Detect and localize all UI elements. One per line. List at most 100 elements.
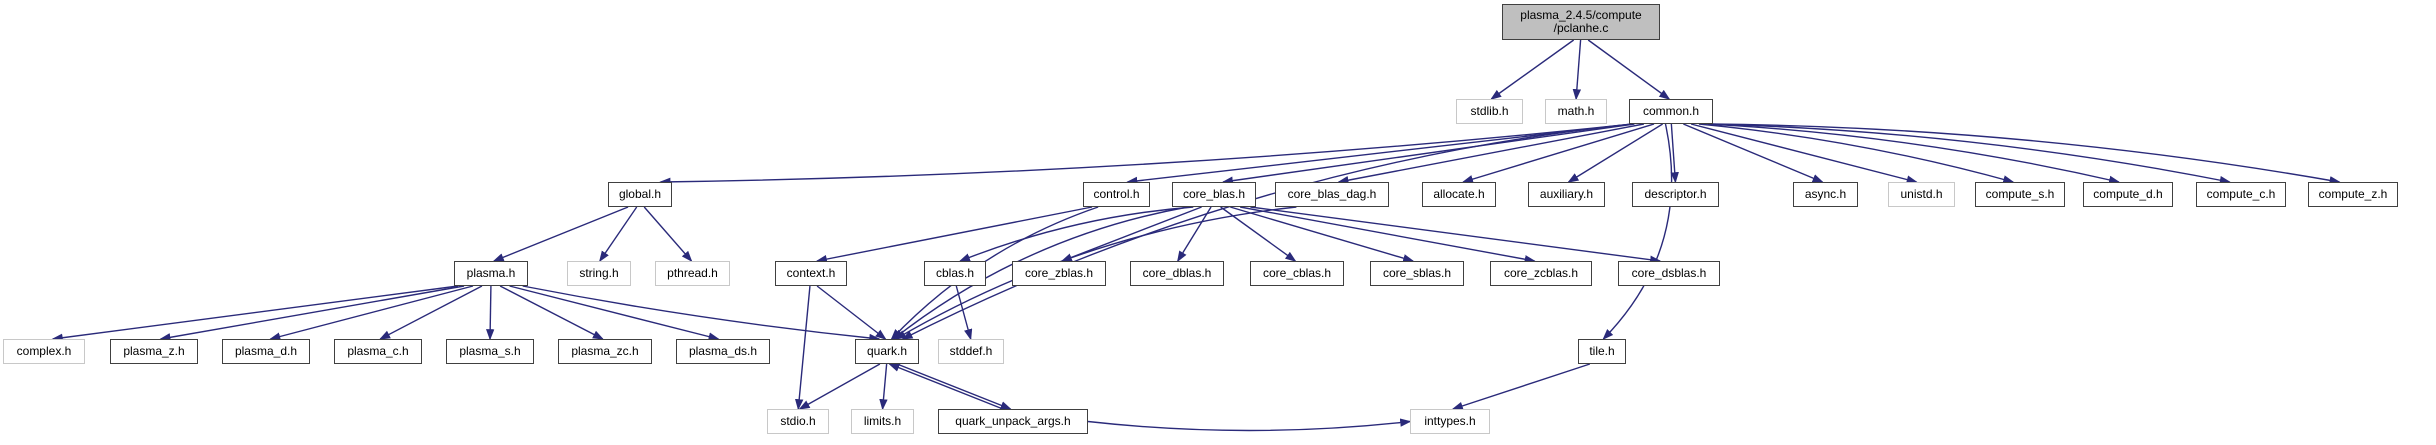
edge-core_blas-to-core_dblas: [1177, 206, 1212, 263]
node-stdio[interactable]: stdio.h: [767, 409, 829, 434]
edge-core_blas-to-core_cblas: [1220, 206, 1297, 262]
node-core_sblas[interactable]: core_sblas.h: [1370, 261, 1464, 286]
node-label: context.h: [786, 265, 836, 280]
node-plasma_s[interactable]: plasma_s.h: [446, 339, 534, 364]
node-core_dsblas[interactable]: core_dsblas.h: [1618, 261, 1720, 286]
node-label: plasma.h: [466, 265, 516, 280]
node-quark[interactable]: quark.h: [855, 339, 919, 364]
node-plasma_zc[interactable]: plasma_zc.h: [558, 339, 652, 364]
edge-plasma-to-plasma_zc: [499, 285, 604, 340]
node-async[interactable]: async.h: [1793, 182, 1858, 207]
node-label: quark.h: [866, 343, 908, 358]
edge-plasma-to-quark: [522, 285, 881, 343]
node-string[interactable]: string.h: [567, 261, 631, 286]
edge-common-to-global: [659, 123, 1634, 187]
node-core_blas[interactable]: core_blas.h: [1172, 182, 1256, 207]
edge-control-to-context: [815, 206, 1093, 264]
node-allocate[interactable]: allocate.h: [1422, 182, 1496, 207]
node-label: plasma_ds.h: [688, 343, 758, 358]
node-context[interactable]: context.h: [775, 261, 847, 286]
node-label: plasma_zc.h: [571, 343, 639, 358]
node-label: plasma_2.4.5/compute /pclanhe.c: [1520, 7, 1642, 35]
node-label: compute_s.h: [1985, 186, 2055, 201]
node-label: global.h: [618, 186, 662, 201]
node-label: math.h: [1557, 103, 1595, 118]
edge-control-to-quark: [890, 206, 1099, 341]
node-label: core_blas.h: [1182, 186, 1246, 201]
node-label: compute_c.h: [2206, 186, 2276, 201]
edge-plasma-to-plasma_c: [379, 285, 483, 340]
node-core_zblas[interactable]: core_zblas.h: [1012, 261, 1106, 286]
node-label: pthread.h: [667, 265, 718, 280]
node-tile[interactable]: tile.h: [1578, 339, 1626, 364]
node-compute_c[interactable]: compute_c.h: [2196, 182, 2286, 207]
node-compute_s[interactable]: compute_s.h: [1975, 182, 2065, 207]
node-compute_z[interactable]: compute_z.h: [2308, 182, 2398, 207]
node-stddef[interactable]: stddef.h: [938, 339, 1004, 364]
node-global[interactable]: global.h: [608, 182, 672, 207]
node-plasma_d[interactable]: plasma_d.h: [222, 339, 310, 364]
edge-plasma-to-plasma_z: [159, 285, 465, 342]
node-complex[interactable]: complex.h: [3, 339, 85, 364]
node-label: complex.h: [16, 343, 72, 358]
node-label: core_cblas.h: [1262, 265, 1332, 280]
edge-common-to-auxiliary: [1567, 123, 1664, 183]
node-common[interactable]: common.h: [1629, 99, 1713, 124]
node-math[interactable]: math.h: [1545, 99, 1607, 124]
edge-core_blas-to-core_dsblas: [1250, 206, 1662, 264]
node-root[interactable]: plasma_2.4.5/compute /pclanhe.c: [1502, 4, 1660, 40]
node-plasma_z[interactable]: plasma_z.h: [110, 339, 198, 364]
edge-common-to-unistd: [1690, 123, 1918, 184]
edge-plasma-to-plasma_d: [269, 285, 474, 341]
edge-plasma-to-complex: [51, 285, 459, 342]
edge-root-to-common: [1587, 39, 1671, 100]
edge-common-to-tile: [1602, 123, 1673, 341]
node-label: plasma_s.h: [459, 343, 521, 358]
node-plasma_c[interactable]: plasma_c.h: [334, 339, 422, 364]
node-inttypes[interactable]: inttypes.h: [1410, 409, 1490, 434]
node-label: core_blas_dag.h: [1287, 186, 1377, 201]
node-label: cblas.h: [935, 265, 975, 280]
edge-common-to-compute_d: [1707, 123, 2121, 184]
edge-common-to-core_blas: [1221, 123, 1635, 185]
node-label: inttypes.h: [1424, 413, 1476, 428]
node-auxiliary[interactable]: auxiliary.h: [1528, 182, 1605, 207]
node-label: stdlib.h: [1470, 103, 1509, 118]
node-label: core_sblas.h: [1382, 265, 1452, 280]
edge-core_blas-to-core_zcblas: [1240, 206, 1536, 264]
node-label: stddef.h: [949, 343, 993, 358]
node-quark_unpack_args[interactable]: quark_unpack_args.h: [938, 409, 1088, 434]
edge-common-to-core_blas_dag: [1337, 123, 1645, 185]
node-compute_d[interactable]: compute_d.h: [2083, 182, 2173, 207]
node-limits[interactable]: limits.h: [851, 409, 914, 434]
node-plasma_ds[interactable]: plasma_ds.h: [676, 339, 770, 364]
edge-cblas-to-stddef: [955, 285, 973, 341]
node-descriptor[interactable]: descriptor.h: [1632, 182, 1719, 207]
node-label: core_zblas.h: [1024, 265, 1094, 280]
node-control[interactable]: control.h: [1083, 182, 1150, 207]
edge-quark-to-quark_unpack_args: [896, 363, 1012, 410]
edge-tile-to-inttypes: [1451, 363, 1591, 410]
edge-core_blas-to-quark: [892, 206, 1188, 340]
node-core_blas_dag[interactable]: core_blas_dag.h: [1275, 182, 1389, 207]
node-core_cblas[interactable]: core_cblas.h: [1250, 261, 1344, 286]
node-label: core_dblas.h: [1142, 265, 1212, 280]
node-label: core_zcblas.h: [1503, 265, 1579, 280]
node-pthread[interactable]: pthread.h: [655, 261, 730, 286]
node-plasma[interactable]: plasma.h: [454, 261, 528, 286]
edge-common-to-async: [1683, 123, 1824, 183]
node-stdlib[interactable]: stdlib.h: [1456, 99, 1523, 124]
node-label: async.h: [1804, 186, 1847, 201]
node-core_dblas[interactable]: core_dblas.h: [1130, 261, 1224, 286]
node-label: allocate.h: [1433, 186, 1485, 201]
node-cblas[interactable]: cblas.h: [924, 261, 986, 286]
edge-plasma-to-plasma_ds: [509, 285, 720, 341]
node-core_zcblas[interactable]: core_zcblas.h: [1490, 261, 1592, 286]
node-label: common.h: [1642, 103, 1700, 118]
edge-context-to-quark: [816, 285, 887, 340]
edge-quark-to-limits: [879, 363, 888, 411]
node-unistd[interactable]: unistd.h: [1888, 182, 1955, 207]
node-label: limits.h: [863, 413, 902, 428]
